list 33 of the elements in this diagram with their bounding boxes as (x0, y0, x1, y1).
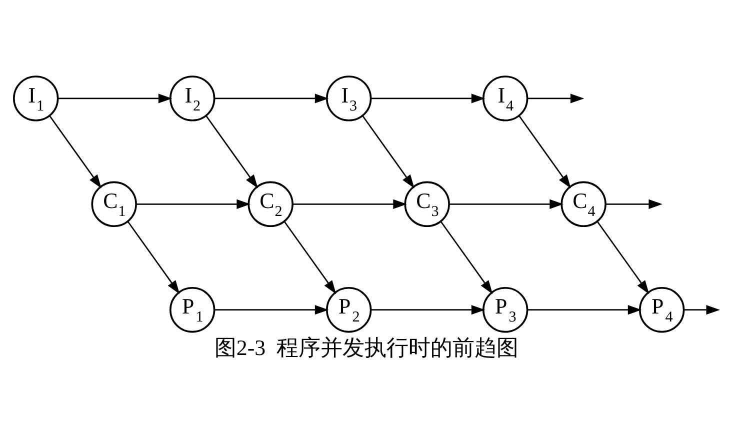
arrow (292, 199, 407, 209)
arrow (440, 221, 493, 294)
arrow (606, 199, 662, 209)
node-circle: I$_{3}$ (326, 76, 372, 122)
arrow (214, 305, 329, 315)
node-circle: I$_{1}$ (13, 76, 59, 122)
node-circle: C$_{2}$ (248, 181, 294, 228)
arrow (136, 199, 250, 209)
arrow (284, 221, 336, 294)
node-circle: C$_{1}$ (91, 181, 137, 228)
node-circle: P$_{2}$ (326, 287, 372, 333)
arrow (370, 305, 486, 315)
arrow (127, 221, 180, 294)
arrow (370, 94, 486, 104)
arrow (527, 94, 584, 104)
arrow (596, 221, 650, 294)
arrow (58, 94, 172, 104)
caption: 图2-3 程序并发执行时的前趋图 (214, 334, 519, 360)
arrow (206, 116, 258, 188)
node-circle: P$_{4}$ (638, 287, 685, 333)
node-circle: I$_{2}$ (170, 76, 216, 122)
arrow (518, 116, 571, 188)
node-circle: I$_{4}$ (482, 76, 528, 122)
arrow (362, 116, 414, 188)
node-circle: P$_{1}$ (170, 287, 216, 333)
arrow (684, 305, 720, 315)
arrow (527, 305, 642, 315)
arrow (49, 116, 102, 188)
arrow (449, 199, 564, 209)
node-circle: C$_{3}$ (404, 181, 450, 228)
node-circle: C$_{4}$ (560, 181, 606, 228)
node-circle: P$_{3}$ (482, 287, 528, 333)
arrow (214, 94, 329, 104)
